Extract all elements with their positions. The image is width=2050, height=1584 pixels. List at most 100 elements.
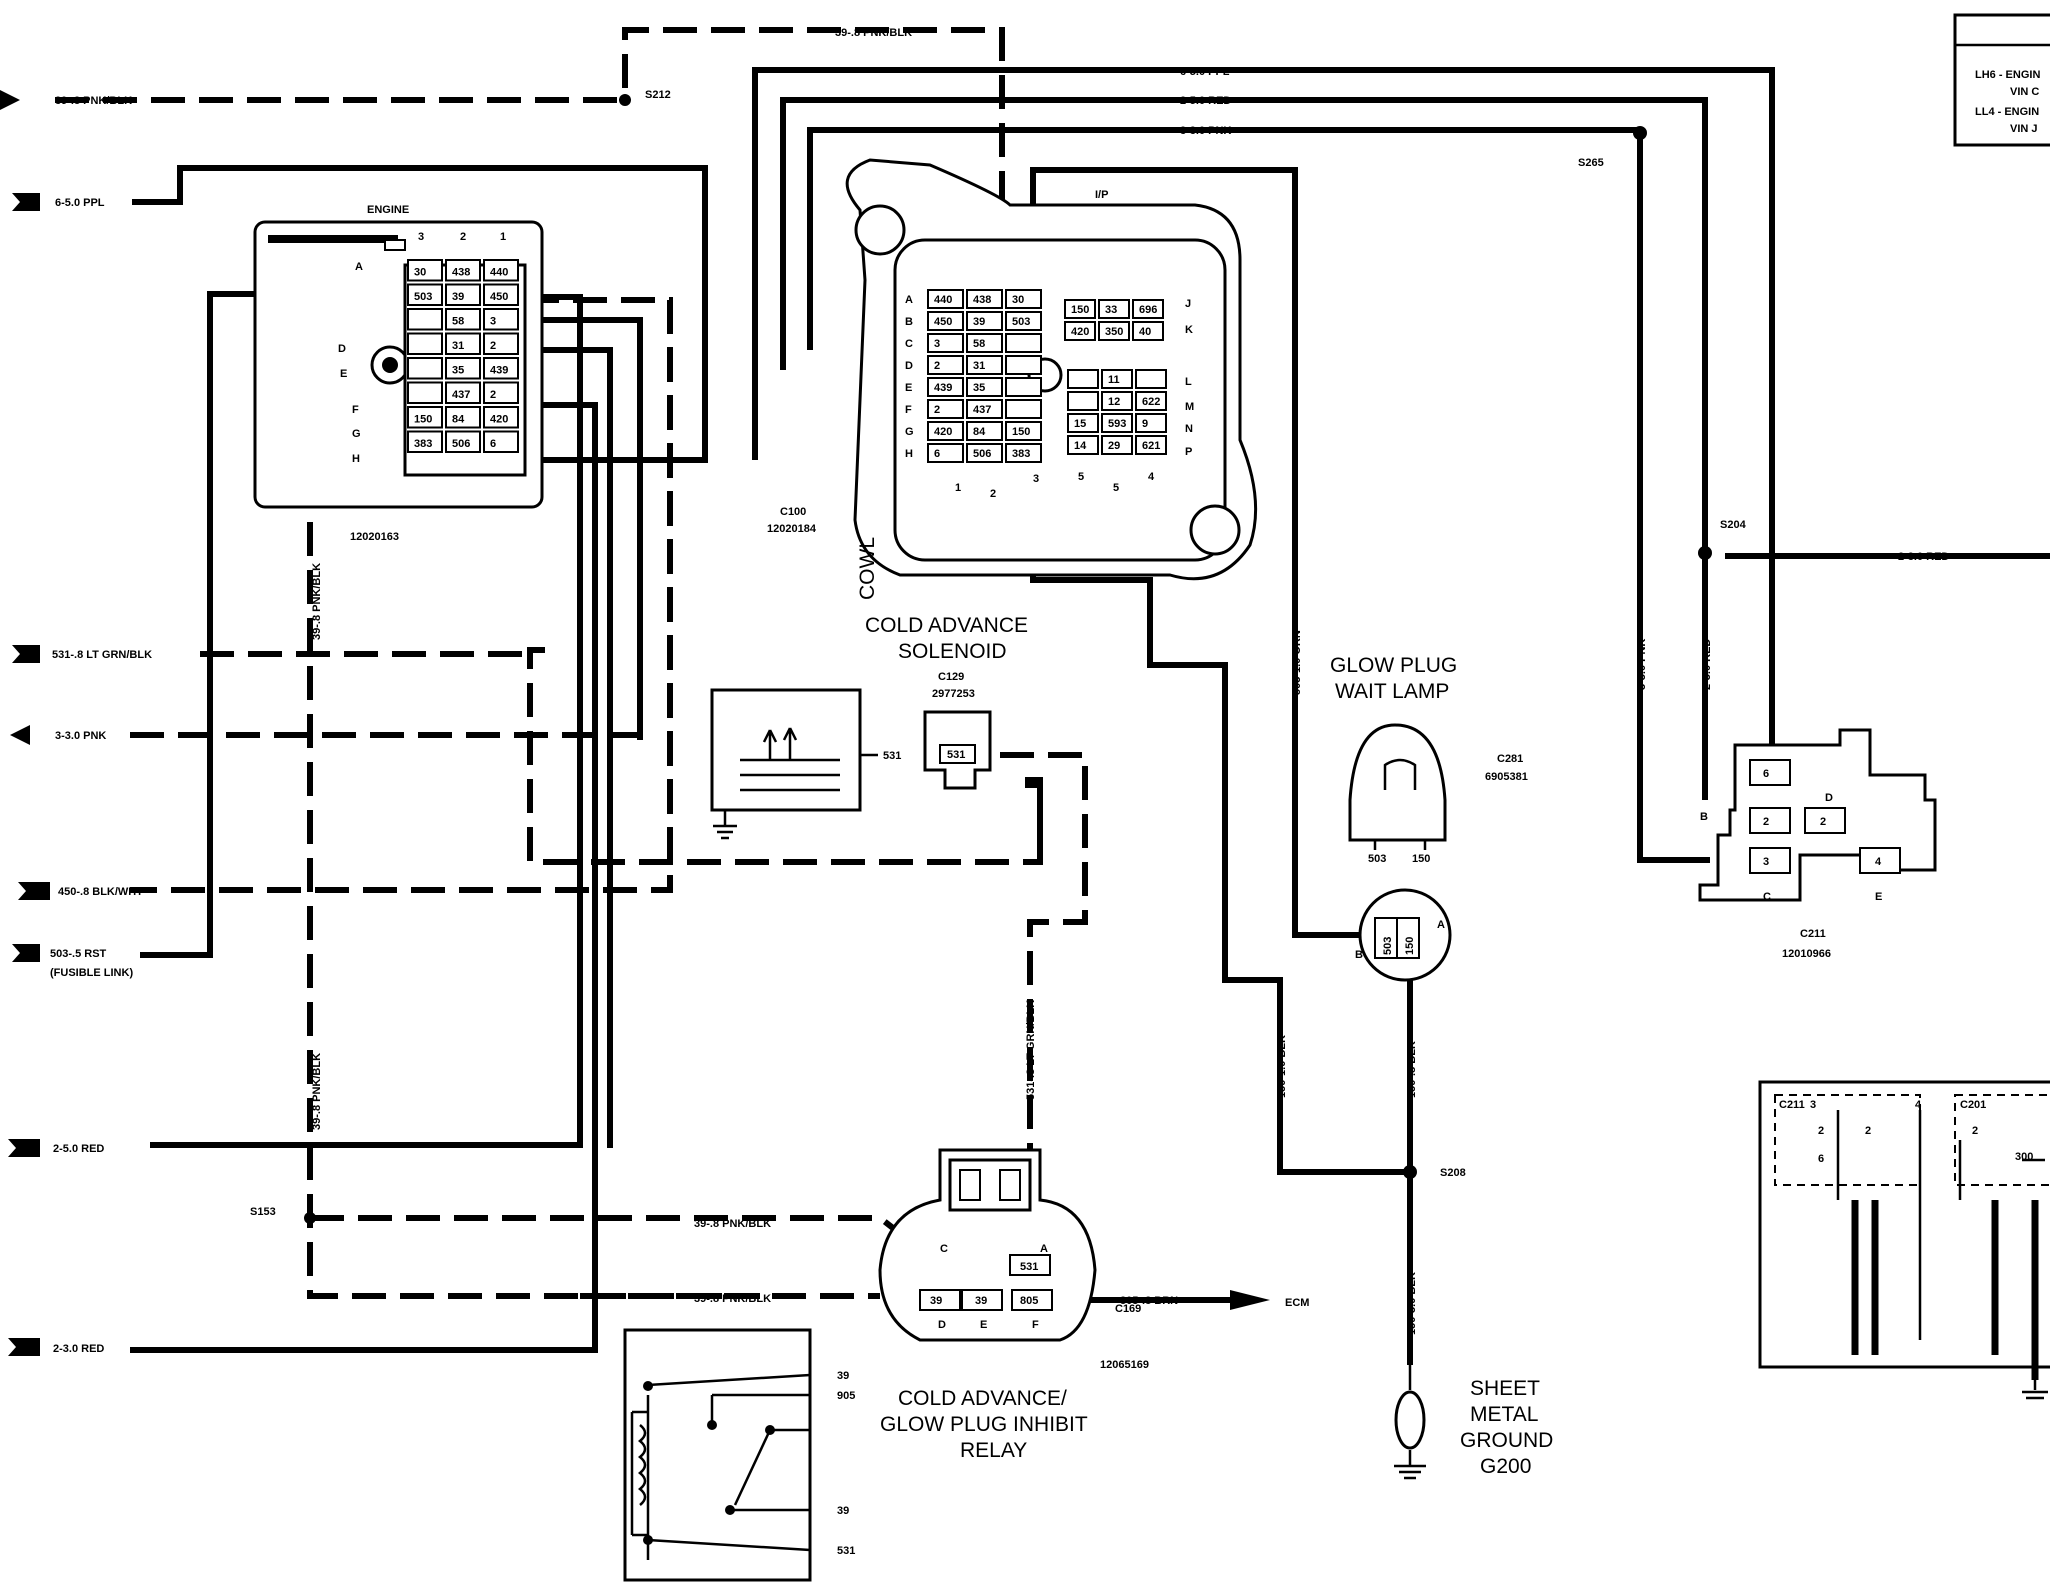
- c100-bottom-number: 5: [1078, 471, 1084, 483]
- c281-pin-b: B: [1355, 949, 1363, 961]
- engine-cell: 2: [490, 389, 496, 401]
- c129-pin: 531: [947, 749, 965, 761]
- wire-label-39-relay2: 39-.8 PNK/BLK: [694, 1293, 771, 1305]
- wire-label-2-far: 2-3.0 RED: [1898, 551, 1949, 563]
- engine-cell: 39: [452, 291, 464, 303]
- wire-label-2-30-left: 2-3.0 RED: [53, 1343, 104, 1355]
- inset-num-3: 3: [1810, 1099, 1816, 1111]
- wire-label-39-top: 39-.8 PNK/BLK: [835, 27, 912, 39]
- wire-label-150-30: 150-3.0 BLK: [1406, 1272, 1418, 1335]
- c100-cell-box: [1005, 421, 1042, 441]
- c100-bottom-number: 4: [1148, 471, 1155, 483]
- engine-col-3: 3: [418, 231, 424, 243]
- c100-lmnp-cell-box: [1067, 369, 1099, 389]
- c100-lmnp-cell: 593: [1108, 418, 1126, 430]
- engine-col-2: 2: [460, 231, 466, 243]
- c100-jk-cell: 150: [1071, 304, 1089, 316]
- glow-plug-lamp-symbol: [1348, 723, 1447, 850]
- wire-label-2-top: 2-5.0 RED: [1180, 95, 1231, 107]
- c100-cell-box: [1005, 333, 1042, 353]
- c100-lmnp-cell: 29: [1108, 440, 1120, 452]
- c100-cell: 506: [973, 448, 991, 460]
- c100-lmnp-cell: 9: [1142, 418, 1148, 430]
- ground-title-line1: SHEET: [1470, 1377, 1540, 1400]
- c281-part: 6905381: [1485, 771, 1528, 783]
- c100-lmnp-cell-box: [1067, 435, 1099, 455]
- c100-cell-box: [927, 377, 964, 397]
- c281-label: C281: [1497, 753, 1523, 765]
- c129-connector: [923, 710, 992, 790]
- engine-cell-box: [407, 357, 443, 380]
- sheet-metal-ground-symbol: [1394, 1365, 1426, 1480]
- c169-part: 12065169: [1100, 1359, 1149, 1371]
- wire-label-6-top: 6-5.0 PPL: [1180, 66, 1230, 78]
- c100-row-letter: C: [905, 338, 913, 350]
- c100-cell: 31: [973, 360, 985, 372]
- c100-cell: 84: [973, 426, 986, 438]
- c100-cell: 6: [934, 448, 940, 460]
- labels: 39-.8 PNK/BLK 39-.8 PNK/BLK S212 6-5.0 P…: [50, 27, 2040, 1557]
- engine-cell: 506: [452, 438, 470, 450]
- c169-pin-e: E: [980, 1319, 987, 1331]
- splice-s265-dot: [1633, 126, 1647, 140]
- inset-c211: C211: [1779, 1099, 1805, 1111]
- solenoid-title-line2: SOLENOID: [898, 640, 1007, 663]
- engine-row-d: D: [338, 343, 346, 355]
- engine-cell-box: [445, 406, 481, 429]
- engine-cell: 150: [414, 414, 432, 426]
- c100-row-letter: D: [905, 360, 913, 372]
- legend-line3: LL4 - ENGIN: [1975, 106, 2039, 118]
- engine-cell: 2: [490, 340, 496, 352]
- c100-row-letter: E: [905, 382, 912, 394]
- engine-cell: 383: [414, 438, 432, 450]
- splice-s208-dot: [1403, 1165, 1417, 1179]
- c100-cell: 2: [934, 360, 940, 372]
- c100-cell: 503: [1012, 316, 1030, 328]
- splice-s204-dot: [1698, 546, 1712, 560]
- engine-cell-box: [407, 406, 443, 429]
- wire-6-top: [752, 67, 1775, 748]
- wire-label-150-08: 150-.8 BLK: [1406, 1041, 1418, 1098]
- c100-lmnp-cell: 12: [1108, 396, 1120, 408]
- c211-connector: [1698, 728, 1937, 902]
- c100-lmnp-cell-box: [1135, 435, 1167, 455]
- splice-s208: S208: [1440, 1167, 1466, 1179]
- engine-cell: 439: [490, 365, 508, 377]
- c100-row-letter: A: [905, 294, 913, 306]
- c100-lmnp-cell-box: [1135, 391, 1167, 411]
- relay-symbol: [623, 1328, 812, 1582]
- engine-cell-box: [483, 283, 519, 306]
- wire-label-531-vert: 531-.8 LT GRN/BLK: [1025, 1000, 1037, 1100]
- c211-cell-4: 4: [1875, 856, 1882, 868]
- c100-row-letter: H: [905, 448, 913, 460]
- left-edge-arrows: [0, 90, 50, 1356]
- c129-label: C129: [938, 671, 964, 683]
- c211-pin-b: B: [1700, 811, 1708, 823]
- wire-2-top: [780, 97, 1708, 800]
- c100-bottom-number: 2: [990, 488, 996, 500]
- c100-cell: 438: [973, 294, 991, 306]
- c281-pin-150: 150: [1404, 937, 1416, 955]
- wire-engine-3: [525, 317, 643, 740]
- c100-jk-cell-box: [1098, 321, 1130, 341]
- glow-lamp-title-line1: GLOW PLUG: [1330, 654, 1457, 677]
- relay-pin-39a: 39: [837, 1370, 849, 1382]
- c100-cell: 440: [934, 294, 952, 306]
- engine-cell: 440: [490, 267, 508, 279]
- c169-connector: [878, 1148, 1097, 1342]
- c281-pin-a: A: [1437, 919, 1445, 931]
- c100-cell-box: [927, 333, 964, 353]
- ground-title-line3: GROUND: [1460, 1429, 1553, 1452]
- relay-pin-905: 905: [837, 1390, 855, 1402]
- c100-row-letter-right: M: [1185, 401, 1194, 413]
- c100-jk-cell: 40: [1139, 326, 1151, 338]
- engine-cell-box: [445, 259, 481, 282]
- splice-s153: S153: [250, 1206, 276, 1218]
- engine-col-1: 1: [500, 231, 506, 243]
- c169-cell-39b: 39: [975, 1295, 987, 1307]
- c100-cell: 437: [973, 404, 991, 416]
- inset-num-300: 300: [2015, 1151, 2033, 1163]
- c100-row-letter: B: [905, 316, 913, 328]
